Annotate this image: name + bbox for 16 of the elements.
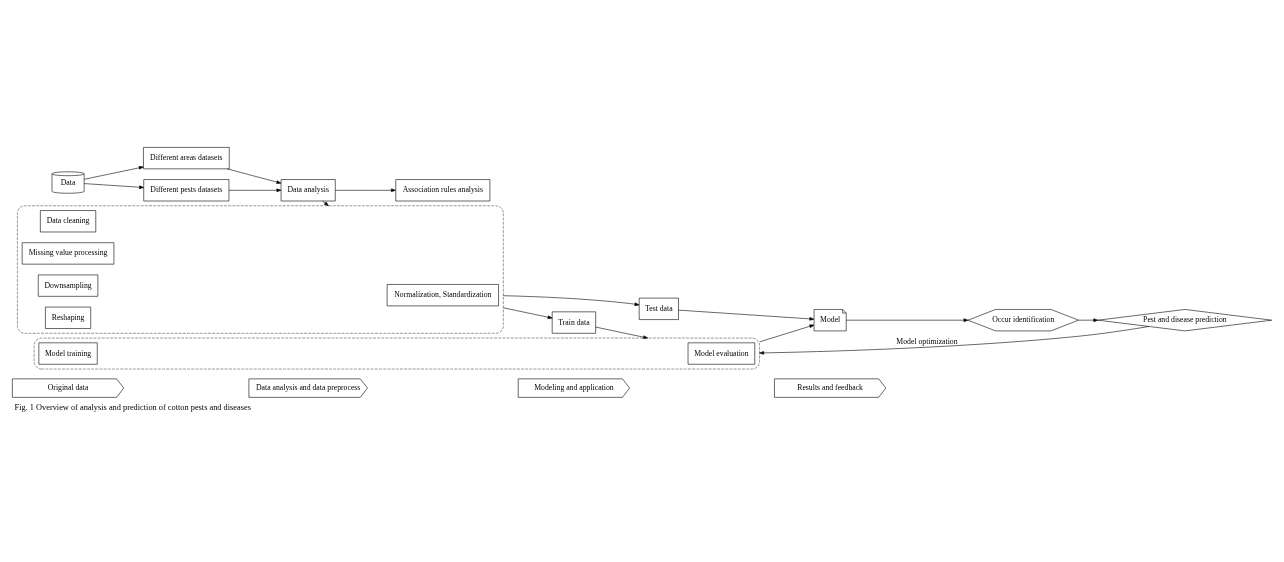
arrow (503, 307, 553, 319)
arrow (503, 295, 640, 306)
arrow (595, 326, 648, 339)
arrow (335, 188, 396, 193)
arrow (1078, 318, 1099, 322)
arrow (83, 183, 144, 189)
cluster (17, 205, 504, 334)
arrow (83, 166, 144, 180)
arrow (759, 326, 1150, 355)
arrow (322, 200, 329, 207)
arrow (846, 318, 969, 322)
arrow (228, 188, 282, 193)
arrow (678, 309, 815, 321)
arrow (759, 324, 815, 343)
caption: Fig. 1 Overview of analysis and prediction of cotton pests and diseases (14, 402, 251, 412)
arrow (227, 168, 282, 184)
